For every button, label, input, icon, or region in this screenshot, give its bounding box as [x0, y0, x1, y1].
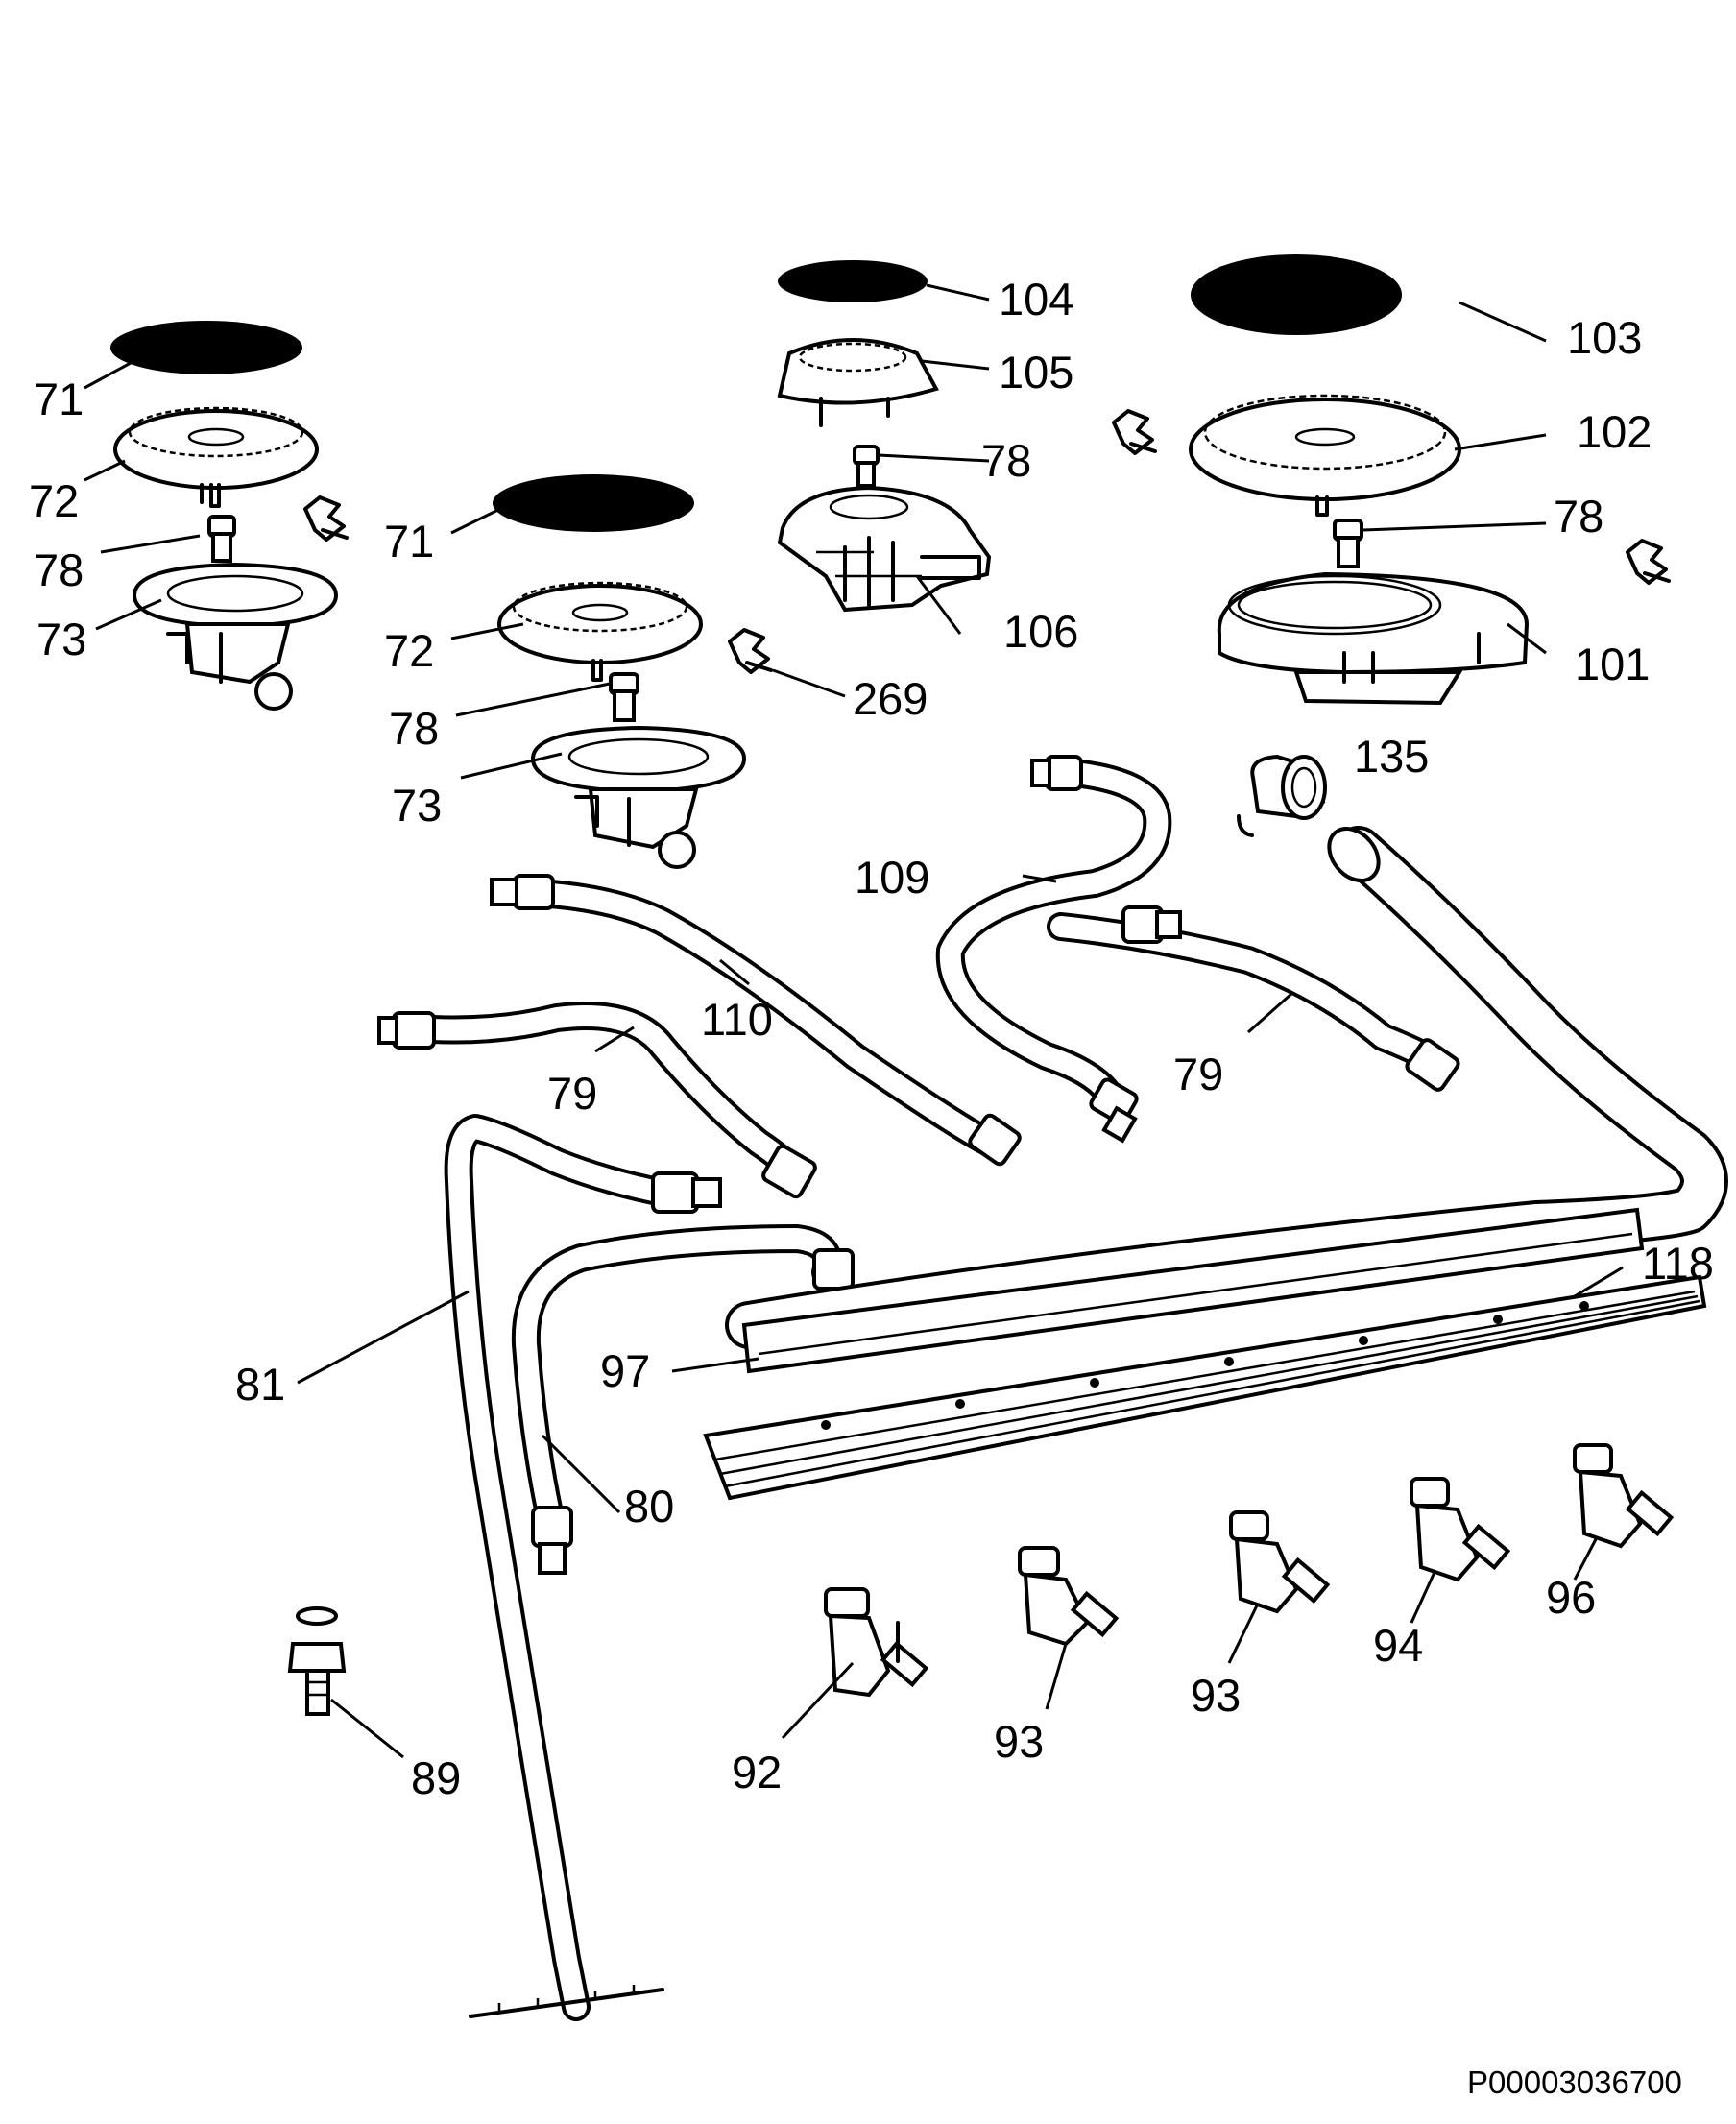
part-labels: 71 72 78 73 71 72 78 73 269 104 105 78 1… — [29, 274, 1714, 2100]
label-96: 96 — [1546, 1572, 1596, 1623]
label-269: 269 — [853, 673, 928, 724]
injector-78d — [1333, 519, 1363, 568]
label-73b: 73 — [392, 780, 442, 831]
bracket-97 — [741, 1207, 1645, 1374]
burner-assembly-c — [777, 260, 1157, 613]
injector-78c — [853, 445, 880, 488]
label-104: 104 — [999, 274, 1073, 325]
valve-93b — [1229, 1510, 1331, 1614]
label-71a: 71 — [34, 374, 84, 424]
label-78a: 78 — [34, 544, 84, 595]
burner-base-101 — [1217, 571, 1530, 706]
label-93a: 93 — [994, 1716, 1044, 1767]
valve-96 — [1573, 1443, 1675, 1549]
gas-pipe-79-right — [1047, 905, 1460, 1092]
valve-92 — [824, 1587, 929, 1698]
label-73a: 73 — [36, 614, 86, 664]
label-72a: 72 — [29, 475, 79, 526]
label-97: 97 — [600, 1345, 650, 1396]
gas-pipe-110 — [490, 874, 1022, 1167]
rail-118 — [703, 1274, 1707, 1501]
label-94: 94 — [1373, 1620, 1423, 1671]
flame-spreader-72b — [497, 581, 703, 682]
elbow-fitting-135 — [1237, 754, 1327, 837]
label-72b: 72 — [384, 625, 434, 676]
burner-assembly-d — [1189, 254, 1671, 706]
label-78c: 78 — [981, 435, 1031, 486]
gas-pipe-80 — [511, 1224, 855, 1575]
burner-cap-104 — [778, 260, 928, 302]
flame-spreader-105 — [777, 338, 939, 427]
gas-pipe-79-left — [377, 1002, 817, 1199]
label-109: 109 — [855, 852, 929, 903]
burner-base-73b — [530, 725, 747, 869]
document-code: P00003036700 — [1467, 2064, 1682, 2100]
label-118: 118 — [1642, 1238, 1714, 1289]
label-106: 106 — [1003, 606, 1078, 657]
label-103: 103 — [1567, 312, 1642, 363]
label-110: 110 — [701, 994, 773, 1045]
flame-spreader-102 — [1189, 394, 1461, 517]
burner-base-73a — [132, 562, 339, 711]
label-93b: 93 — [1191, 1670, 1241, 1721]
label-79b: 79 — [1173, 1049, 1223, 1099]
injector-78b — [609, 672, 639, 722]
injector-78a — [207, 515, 236, 563]
valve-93a — [1018, 1546, 1120, 1647]
clip-269 — [728, 628, 773, 674]
label-78d: 78 — [1554, 491, 1603, 542]
burner-cap-71a — [110, 321, 302, 374]
label-101: 101 — [1575, 639, 1650, 689]
label-81: 81 — [235, 1359, 285, 1410]
leader-lines — [84, 283, 1624, 1759]
burner-cap-103 — [1191, 254, 1402, 335]
label-71b: 71 — [384, 516, 434, 567]
gas-pipe-109 — [935, 755, 1172, 1144]
label-79a: 79 — [547, 1068, 597, 1119]
gas-manifold-pipe — [725, 826, 1728, 1349]
fitting-89 — [287, 1606, 347, 1716]
clip-a — [303, 495, 349, 542]
clip-d — [1626, 539, 1671, 585]
label-102: 102 — [1577, 406, 1652, 457]
flame-spreader-72a — [113, 406, 319, 508]
label-89: 89 — [411, 1752, 461, 1803]
gas-pipe-81 — [444, 1114, 722, 2021]
label-80: 80 — [624, 1481, 674, 1532]
label-92: 92 — [732, 1747, 782, 1798]
label-135: 135 — [1354, 731, 1429, 782]
clip-c — [1112, 409, 1157, 455]
burner-assembly-b — [303, 474, 773, 869]
valve-94 — [1410, 1477, 1511, 1582]
burner-base-106 — [777, 485, 992, 613]
burner-assembly-a — [110, 321, 339, 711]
label-105: 105 — [999, 347, 1073, 398]
burner-cap-71b — [493, 474, 694, 532]
label-78b: 78 — [389, 703, 439, 754]
